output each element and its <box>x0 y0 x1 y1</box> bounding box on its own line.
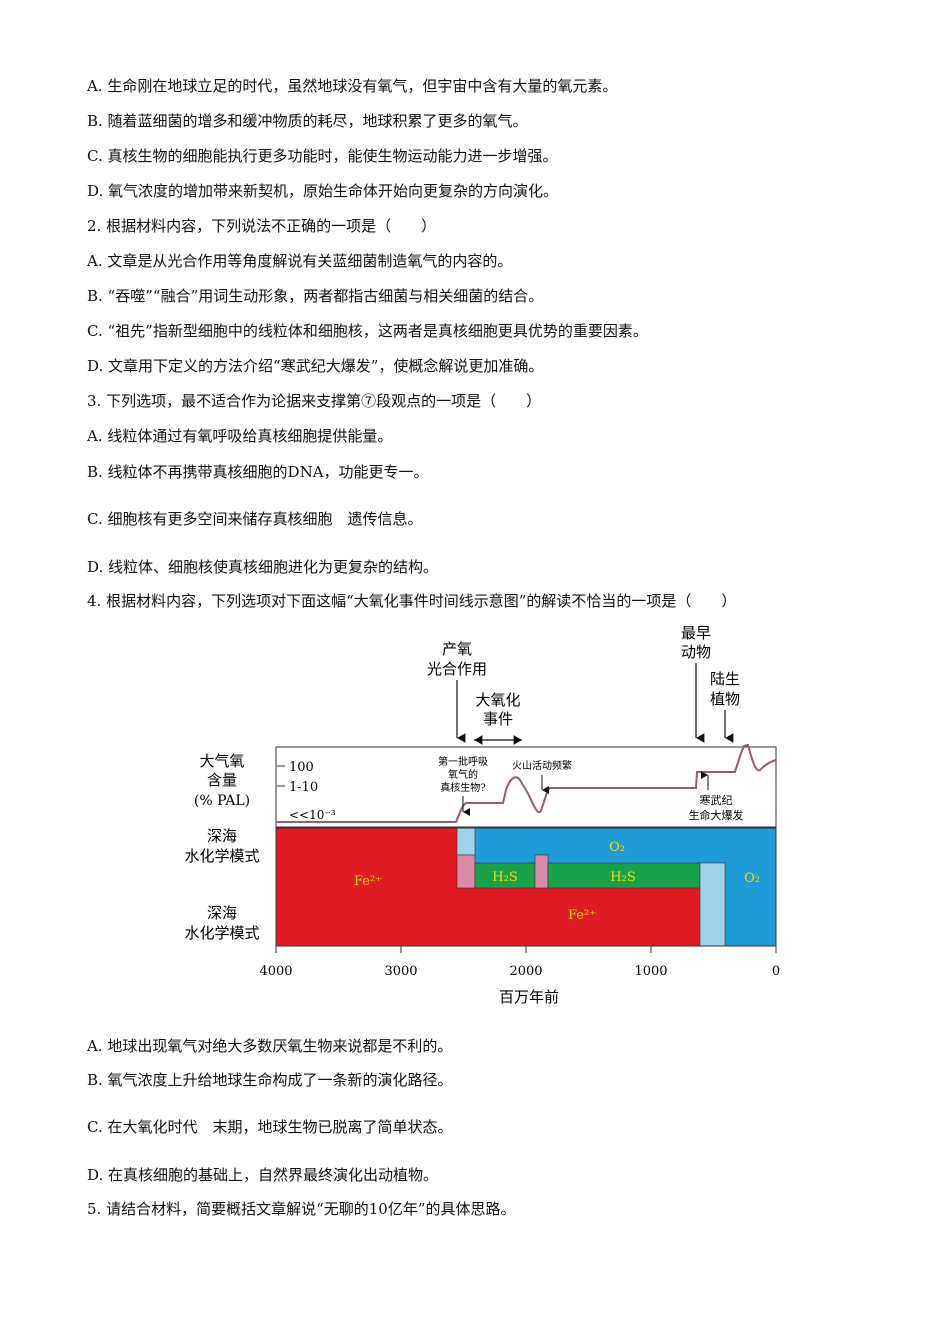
option-b-q2: B. “吞噬”“融合”用词生动形象，两者都指古细菌与相关细菌的结合。 <box>87 287 544 305</box>
ocean-label-2-line-2: 水化学模式 <box>184 924 259 942</box>
option-b-q1: B. 随着蓝细菌的增多和缓冲物质的耗尽，地球积累了更多的氧气。 <box>87 112 528 130</box>
option-d-q4: D. 在真核细胞的基础上，自然界最终演化出动植物。 <box>87 1166 439 1184</box>
first-eukaryote-label-2: 氧气的 <box>448 768 478 781</box>
x-tick-0: 0 <box>772 964 780 979</box>
question-3: 3. 下列选项，最不适合作为论据来支撑第⑦段观点的一项是（ ） <box>87 392 542 410</box>
land-plants-label-2: 植物 <box>710 690 740 708</box>
pink-block-2 <box>534 854 549 889</box>
option-a-q3: A. 线粒体通过有氧呼吸给真核细胞提供能量。 <box>87 427 393 445</box>
option-a-q4: A. 地球出现氧气对绝大多数厌氧生物来说都是不利的。 <box>87 1037 453 1055</box>
first-eukaryote-label-1: 第一批呼吸 <box>438 755 488 768</box>
y-tick-100: 100 <box>289 760 314 775</box>
option-d-q2: D. 文章用下定义的方法介绍“寒武纪大爆发”，使概念解说更加准确。 <box>87 357 544 375</box>
x-tick-3000: 3000 <box>384 964 417 979</box>
iron-label-lower: Fe²⁺ <box>568 908 596 923</box>
iron-block-upper <box>276 828 457 946</box>
oxygen-label-right: O₂ <box>744 871 760 886</box>
sulfide-block-1 <box>474 862 536 889</box>
option-c-q1: C. 真核生物的细胞能执行更多功能时，能使生物运动能力进一步增强。 <box>87 147 558 165</box>
transition-block-right <box>699 862 726 947</box>
y-tick-low: <<10⁻³ <box>289 808 336 822</box>
y-axis-label-3: (% PAL) <box>194 793 250 809</box>
option-d-q3: D. 线粒体、细胞核使真核细胞进化为更复杂的结构。 <box>87 558 439 576</box>
x-tick-4000: 4000 <box>259 964 292 979</box>
y-axis-label-1: 大气氧 <box>199 752 244 770</box>
question-4: 4. 根据材料内容，下列选项对下面这幅“大氧化事件时间线示意图”的解读不恰当的一… <box>87 592 737 610</box>
pink-block-1 <box>456 854 476 889</box>
first-eukaryote-label-3: 真核生物? <box>440 781 485 794</box>
sulfide-block-2 <box>547 862 701 889</box>
transition-block-top <box>456 827 476 856</box>
x-tick-2000: 2000 <box>509 964 542 979</box>
option-a-q2: A. 文章是从光合作用等角度解说有关蓝细菌制造氧气的内容的。 <box>87 252 513 270</box>
ocean-label-1-line-2: 水化学模式 <box>184 847 259 865</box>
y-axis-label-2: 含量 <box>207 771 237 789</box>
x-tick-1000: 1000 <box>634 964 667 979</box>
question-2: 2. 根据材料内容，下列说法不正确的一项是（ ） <box>87 217 437 235</box>
land-plants-label-1: 陆生 <box>710 670 740 688</box>
option-b-q4: B. 氧气浓度上升给地球生命构成了一条新的演化路径。 <box>87 1071 453 1089</box>
earliest-animals-label-1: 最早 <box>681 624 711 642</box>
sulfide-label-2: H₂S <box>610 870 635 885</box>
ocean-label-1-line-1: 深海 <box>207 827 237 845</box>
option-a-q1: A. 生命刚在地球立足的时代，虽然地球没有氧气，但宇宙中含有大量的氧元素。 <box>87 77 618 95</box>
ocean-label-2-line-1: 深海 <box>207 904 237 922</box>
photosynthesis-label-1: 产氧 <box>442 640 472 658</box>
goe-label-2: 事件 <box>483 710 513 728</box>
goe-label-1: 大氧化 <box>475 691 520 709</box>
option-c-q3: C. 细胞核有更多空间来储存真核细胞 遗传信息。 <box>87 510 423 528</box>
cambrian-label-1: 寒武纪 <box>700 793 733 807</box>
y-tick-1-10: 1-10 <box>289 780 318 795</box>
ocean-chemistry-panel <box>275 827 777 947</box>
question-5: 5. 请结合材料，简要概括文章解说“无聊的10亿年”的具体思路。 <box>87 1200 516 1218</box>
iron-label-upper: Fe²⁺ <box>354 874 382 889</box>
oxygen-curve <box>276 743 777 823</box>
option-c-q4: C. 在大氧化时代 末期，地球生物已脱离了简单状态。 <box>87 1118 453 1136</box>
earliest-animals-label-2: 动物 <box>681 643 711 661</box>
oxygen-label-upper: O₂ <box>609 840 625 855</box>
iron-block-lower <box>457 888 700 946</box>
cambrian-label-2: 生命大爆发 <box>689 808 744 822</box>
sulfide-label-1: H₂S <box>492 870 517 885</box>
volcanic-label: 火山活动频繁 <box>512 759 572 772</box>
x-axis-label: 百万年前 <box>499 988 559 1006</box>
option-d-q1: D. 氧气浓度的增加带来新契机，原始生命体开始向更复杂的方向演化。 <box>87 182 559 200</box>
option-c-q2: C. “祖先”指新型细胞中的线粒体和细胞核，这两者是真核细胞更具优势的重要因素。 <box>87 322 648 340</box>
option-b-q3: B. 线粒体不再携带真核细胞的DNA，功能更专一。 <box>87 463 429 481</box>
photosynthesis-label-2: 光合作用 <box>427 660 487 678</box>
